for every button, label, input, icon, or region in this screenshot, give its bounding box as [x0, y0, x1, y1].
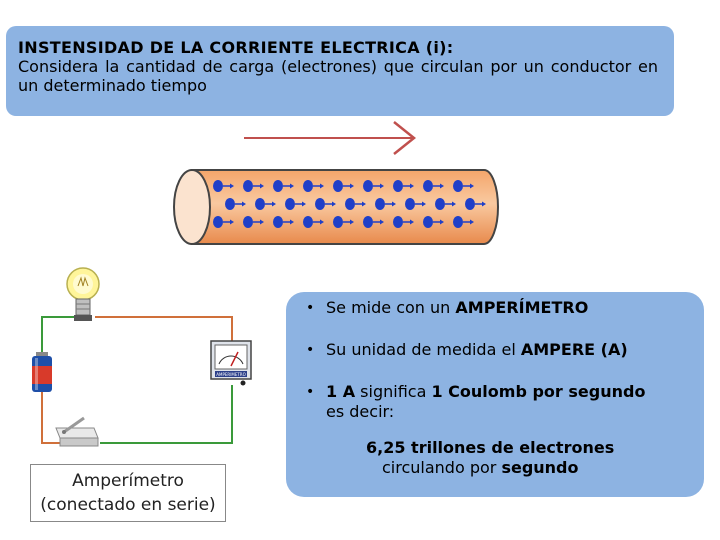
bullet-text: es decir: [326, 402, 395, 421]
electron [213, 216, 223, 228]
electron-direction [410, 219, 414, 225]
electron-direction [482, 201, 486, 207]
bullet-text: Se mide con un [326, 298, 456, 317]
electron [255, 198, 265, 210]
electron [243, 180, 253, 192]
battery-icon [32, 352, 52, 392]
sub-text: circulando por [382, 458, 502, 477]
electron-direction [410, 183, 414, 189]
electron-direction [422, 201, 426, 207]
electron [363, 216, 373, 228]
caption-line1: Amperímetro [72, 471, 184, 491]
electron-direction [290, 183, 294, 189]
sub-line2: circulando por segundo [366, 458, 688, 478]
electron-direction [260, 183, 264, 189]
bullet-dot: • [306, 300, 315, 316]
electron-direction [350, 219, 354, 225]
electron-direction [470, 183, 474, 189]
ammeter-icon: AMPERIMETRO [210, 340, 252, 386]
electron-direction [230, 183, 234, 189]
bullet-bold: AMPERE (A) [520, 340, 628, 359]
bullet-ammeter: • Se mide con un AMPERÍMETRO [306, 298, 688, 318]
bullet-dot: • [306, 384, 315, 400]
electron-direction [272, 201, 276, 207]
electron [435, 198, 445, 210]
bullet-definition: • 1 A significa 1 Coulomb por segundo es… [306, 382, 688, 422]
electron [393, 216, 403, 228]
electron [213, 180, 223, 192]
electron [243, 216, 253, 228]
sub-bold: segundo [501, 458, 579, 477]
electron-group [213, 180, 486, 228]
bullet-bold: 1 Coulomb por segundo [431, 382, 646, 401]
electron [375, 198, 385, 210]
bullet-bold: 1 A [326, 382, 356, 401]
electron-direction [242, 201, 246, 207]
electron-direction [440, 183, 444, 189]
electron-direction [302, 201, 306, 207]
circuit-wires [41, 316, 233, 444]
title-description: Considera la cantidad de carga (electron… [18, 57, 658, 95]
light-bulb-icon [66, 267, 100, 321]
electron-direction [230, 219, 234, 225]
electron [225, 198, 235, 210]
electron-direction [320, 219, 324, 225]
electron [273, 180, 283, 192]
electron [333, 216, 343, 228]
electron [363, 180, 373, 192]
electron [393, 180, 403, 192]
title-heading: INSTENSIDAD DE LA CORRIENTE ELECTRICA (i… [18, 38, 454, 57]
bullet-bold: AMPERÍMETRO [455, 298, 589, 317]
electron-direction [392, 201, 396, 207]
electron-direction [290, 219, 294, 225]
bullet-text: significa [355, 382, 432, 401]
electron [273, 216, 283, 228]
electron-direction [362, 201, 366, 207]
switch-icon [55, 416, 99, 447]
ammeter-label: AMPERIMETRO [216, 372, 245, 377]
arrow-right-icon [244, 121, 417, 155]
info-box: • Se mide con un AMPERÍMETRO • Su unidad… [286, 292, 704, 497]
bullet-dot: • [306, 342, 315, 358]
electrons-per-second: 6,25 trillones de electrones circulando … [306, 438, 688, 478]
electron [465, 198, 475, 210]
electron-direction [350, 183, 354, 189]
electron-direction [332, 201, 336, 207]
electron-direction [470, 219, 474, 225]
sub-line1: 6,25 trillones de electrones [366, 438, 615, 457]
electron [423, 216, 433, 228]
electron [333, 180, 343, 192]
electron [405, 198, 415, 210]
ammeter-caption: Amperímetro (conectado en serie) [30, 464, 226, 522]
electron [453, 216, 463, 228]
electron [315, 198, 325, 210]
electron [285, 198, 295, 210]
title-box: INSTENSIDAD DE LA CORRIENTE ELECTRICA (i… [6, 26, 674, 116]
electron [423, 180, 433, 192]
electron-direction [452, 201, 456, 207]
electron-direction [260, 219, 264, 225]
electron [345, 198, 355, 210]
electron [303, 180, 313, 192]
electron-direction [380, 183, 384, 189]
conductor-cylinder-icon [173, 169, 499, 245]
caption-line2: (conectado en serie) [40, 495, 216, 515]
bullet-text: Su unidad de medida el [326, 340, 521, 359]
electron [303, 216, 313, 228]
bullet-unit: • Su unidad de medida el AMPERE (A) [306, 340, 688, 360]
electron [453, 180, 463, 192]
electron-direction [440, 219, 444, 225]
electron-direction [320, 183, 324, 189]
electron-direction [380, 219, 384, 225]
